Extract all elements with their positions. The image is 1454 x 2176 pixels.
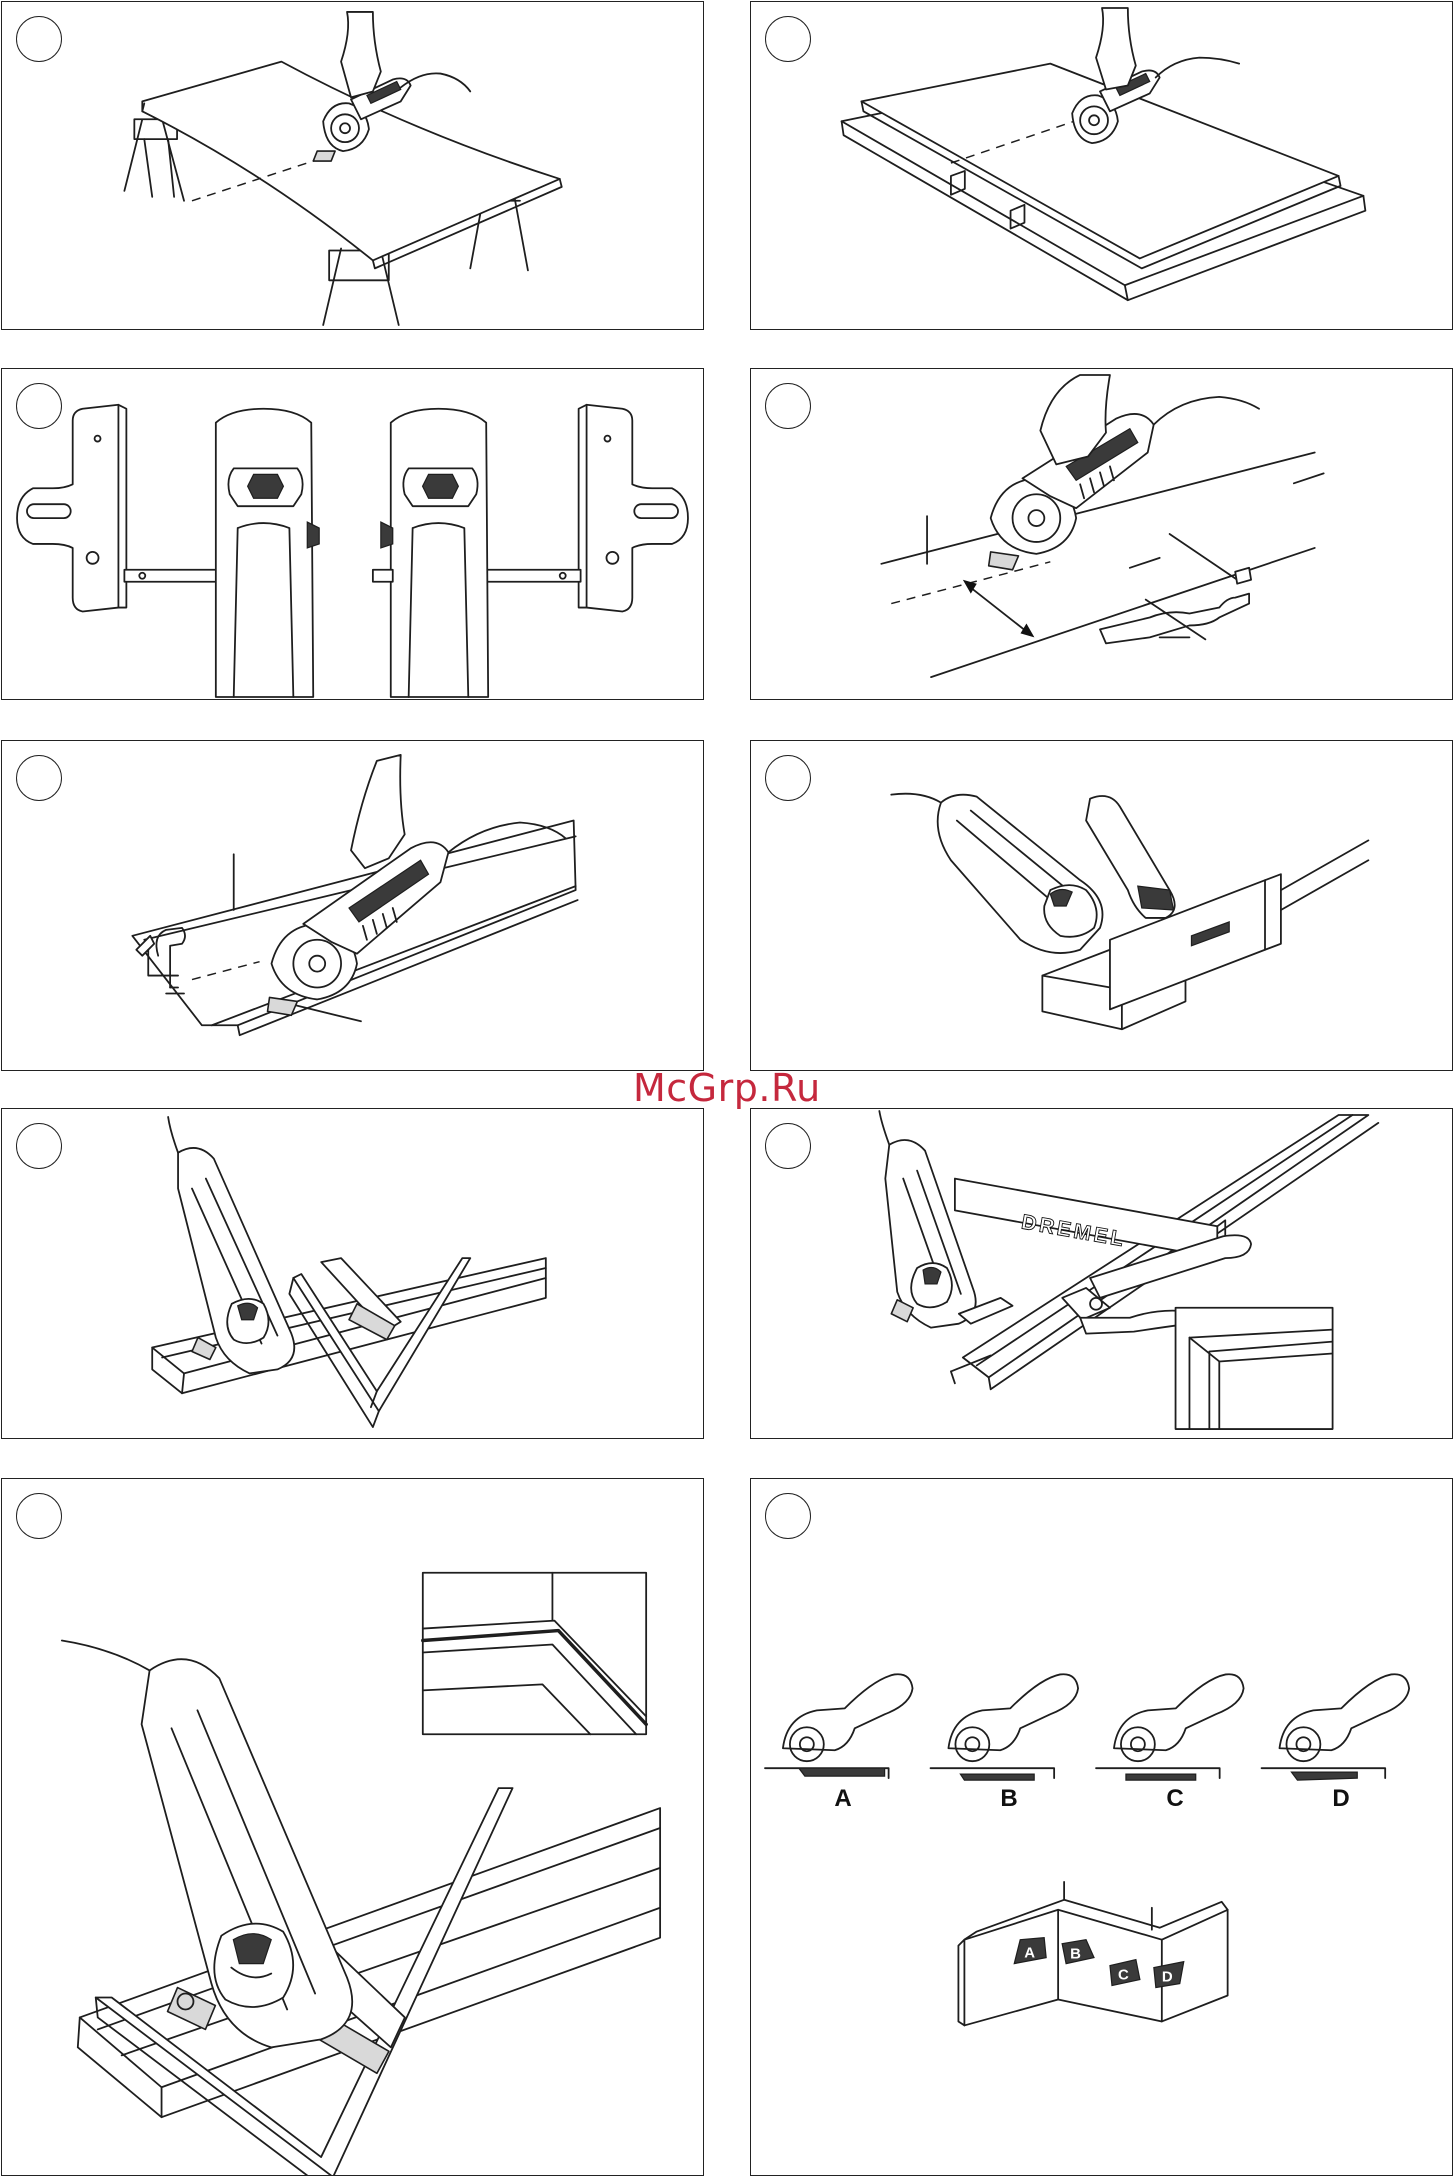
- mitre-closeup-illustration: [2, 1479, 703, 2175]
- saw-on-sheet-illustration: [751, 2, 1452, 329]
- saw-on-sawhorse-illustration: [2, 2, 703, 329]
- bevel-saw-b: [930, 1674, 1078, 1780]
- corner-inset: [423, 1573, 646, 1735]
- bevel-saw-a: [765, 1674, 913, 1778]
- saw-tool: [891, 794, 1102, 953]
- bevel-sequence-illustration: A B C D: [751, 1479, 1452, 2175]
- panel-6: [750, 740, 1453, 1071]
- saw-rear-left: [216, 409, 319, 697]
- saw-rear-right: [373, 409, 488, 697]
- bevel-label-a: A: [823, 1785, 863, 1813]
- parallel-guide-right: [480, 405, 688, 612]
- panel-2: [750, 1, 1453, 330]
- panel-3: [1, 368, 704, 700]
- panel-7: [1, 1108, 704, 1439]
- svg-text:A: A: [1024, 1945, 1035, 1962]
- straightedge-cut-illustration: [2, 741, 703, 1070]
- panel-10: A B C D A B C D: [750, 1478, 1453, 2176]
- guide-rail: [955, 1179, 1217, 1259]
- sawhorse-left: [124, 119, 184, 201]
- parallel-guide-illustration: [2, 369, 703, 699]
- saw-tool: [989, 375, 1259, 570]
- bevel-label-c: C: [1155, 1785, 1195, 1813]
- mitre-guide-illustration: [2, 1109, 703, 1438]
- panel-4: [750, 368, 1453, 700]
- bevel-saw-c: [1096, 1674, 1244, 1780]
- watermark-text: McGrp.Ru: [633, 1066, 821, 1110]
- profile-strip: A B C D: [958, 1882, 1227, 2026]
- bevel-label-b: B: [989, 1785, 1029, 1813]
- bevel-saw-d: [1262, 1674, 1410, 1780]
- parallel-guide-left: [17, 405, 222, 612]
- panel-9: [1, 1478, 704, 2176]
- panel-5: [1, 740, 704, 1071]
- saw-tool: [168, 1117, 294, 1373]
- panel-1: [1, 1, 704, 330]
- svg-text:B: B: [1070, 1946, 1081, 1963]
- clamp-on-wood-illustration: [751, 741, 1452, 1070]
- parallel-guide-in-use-illustration: [751, 369, 1452, 699]
- svg-text:C: C: [1118, 1967, 1129, 1984]
- svg-text:D: D: [1162, 1969, 1173, 1986]
- corner-inset: [1176, 1308, 1333, 1429]
- bevel-label-d: D: [1321, 1785, 1361, 1813]
- guide-rail-illustration: DREMEL: [751, 1109, 1452, 1438]
- panel-8: DREMEL: [750, 1108, 1453, 1439]
